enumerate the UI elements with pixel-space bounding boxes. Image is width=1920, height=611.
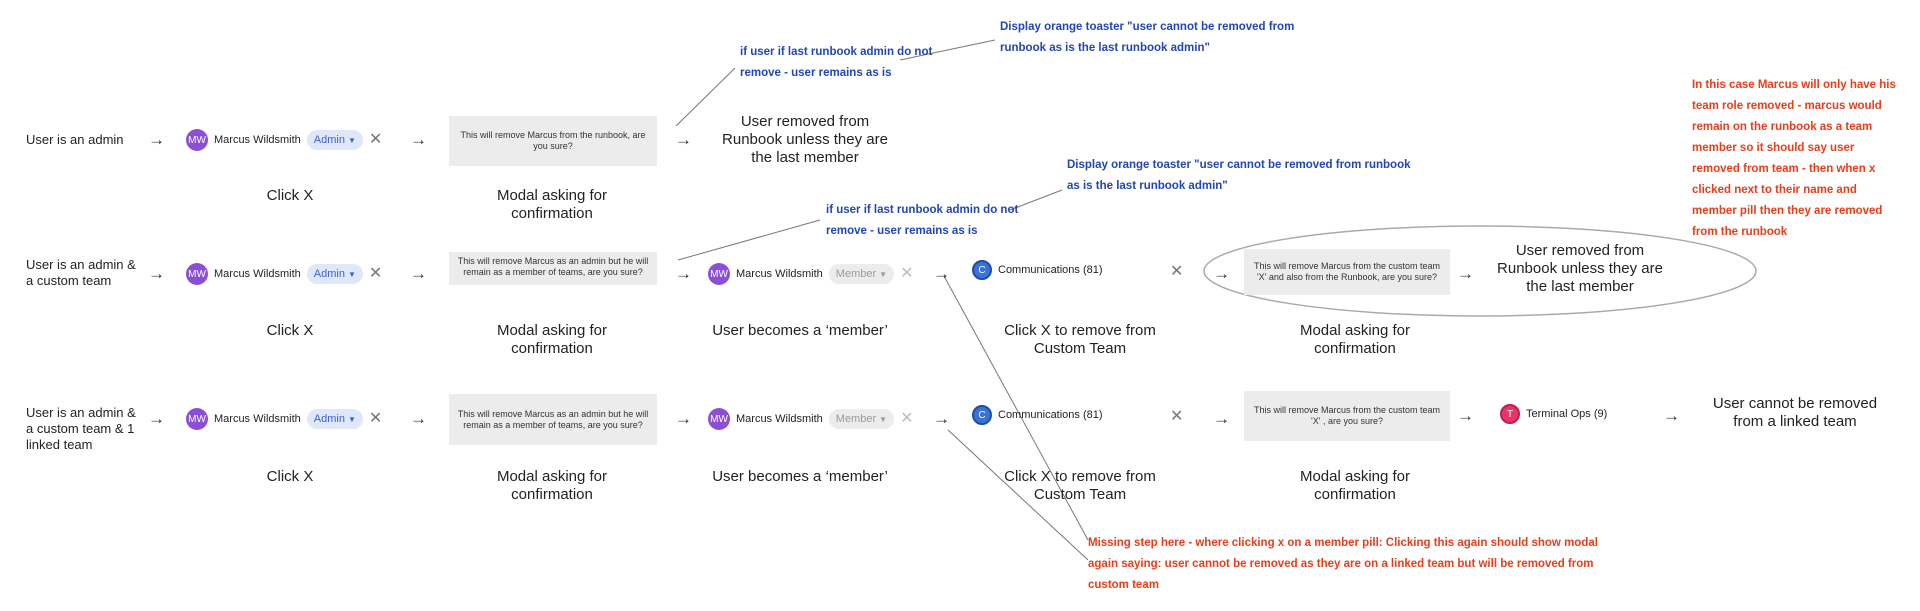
modal-caption: Modal asking for confirmation [496,187,608,222]
click-x-caption: Click X [266,187,314,204]
arrow: → [148,264,165,283]
confirmation-modal: This will remove Marcus as an admin but … [449,252,657,285]
chevron-down-icon: ▼ [347,135,356,145]
note-last-admin-2: if user if last runbook admin do not rem… [826,204,1019,237]
user-row-1: MW Marcus Wildsmith Admin▼ ✕ [186,128,382,152]
note-toaster-2: Display orange toaster "user cannot be r… [1067,159,1411,192]
row-3-label: User is an admin & a custom team & 1 lin… [26,405,136,452]
arrow: → [675,409,692,428]
user-name: Marcus Wildsmith [736,268,823,280]
arrow: → [410,264,427,283]
click-x-caption: Click X [266,468,314,485]
modal-caption: Modal asking for confirmation [1299,322,1411,357]
team-name: Communications (81) [998,264,1103,276]
team-caption: Click X to remove from Custom Team [1004,468,1156,503]
confirmation-modal: This will remove Marcus as an admin but … [449,394,657,445]
team-communications: C Communications (81) [972,260,1103,280]
team-name: Terminal Ops (9) [1526,408,1608,420]
role-label: Admin [313,413,345,425]
close-icon[interactable]: ✕ [368,265,383,282]
linked-team-icon: T [1500,404,1520,424]
note-marcus-team-role: In this case Marcus will only have his t… [1692,79,1896,238]
row-1-result: User removed from Runbook unless they ar… [722,113,888,166]
avatar: MW [186,263,208,285]
user-name: Marcus Wildsmith [736,413,823,425]
member-user-row-3: MW Marcus Wildsmith Member▼ ✕ [708,407,913,431]
team-icon: C [972,405,992,425]
team-communications: C Communications (81) [972,405,1103,425]
row-1-label: User is an admin [26,132,124,147]
note-missing-step: Missing step here - where clicking x on … [1088,537,1598,591]
avatar: MW [186,408,208,430]
close-icon[interactable]: ✕ [900,410,914,427]
role-pill[interactable]: Member▼ [828,264,895,284]
arrow: → [933,409,950,428]
arrow: → [410,409,427,428]
chevron-down-icon: ▼ [347,414,356,424]
avatar: MW [708,263,730,285]
modal-caption: Modal asking for confirmation [496,468,608,503]
member-user-row-2: MW Marcus Wildsmith Member▼ ✕ [708,262,913,286]
user-name: Marcus Wildsmith [214,268,301,280]
avatar: MW [186,129,208,151]
click-x-caption: Click X [266,322,314,339]
member-caption: User becomes a ‘member’ [712,322,888,339]
role-label: Admin [313,134,345,146]
role-label: Admin [313,268,345,280]
team-confirmation-modal: This will remove Marcus from the custom … [1244,391,1450,441]
close-icon[interactable]: ✕ [1170,408,1184,425]
arrow: → [675,264,692,283]
role-pill[interactable]: Admin▼ [306,264,363,284]
row-2-result: User removed from Runbook unless they ar… [1497,242,1663,295]
user-name: Marcus Wildsmith [214,134,301,146]
user-name: Marcus Wildsmith [214,413,301,425]
team-caption: Click X to remove from Custom Team [1004,322,1156,357]
chevron-down-icon: ▼ [879,269,888,279]
role-label: Member [835,268,877,280]
arrow: → [148,130,165,149]
arrow: → [1663,406,1680,425]
chevron-down-icon: ▼ [879,414,888,424]
team-name: Communications (81) [998,409,1103,421]
close-icon[interactable]: ✕ [368,410,383,427]
close-icon[interactable]: ✕ [368,131,383,148]
confirmation-modal: This will remove Marcus from the runbook… [449,116,657,166]
linked-team-terminal-ops: T Terminal Ops (9) [1500,404,1607,424]
note-last-admin-1: if user if last runbook admin do not rem… [740,46,933,79]
note-toaster-1: Display orange toaster "user cannot be r… [1000,21,1295,54]
modal-caption: Modal asking for confirmation [496,322,608,357]
row-3-result: User cannot be removed from a linked tea… [1712,395,1878,430]
role-pill[interactable]: Admin▼ [306,409,363,429]
row-2-label: User is an admin & a custom team [26,257,136,288]
close-icon[interactable]: ✕ [900,265,914,282]
user-row-3: MW Marcus Wildsmith Admin▼ ✕ [186,407,382,431]
role-pill[interactable]: Admin▼ [306,130,363,150]
role-label: Member [835,413,877,425]
arrow: → [1213,409,1230,428]
role-pill[interactable]: Member▼ [828,409,895,429]
arrow: → [1213,264,1230,283]
arrow: → [1457,406,1474,425]
arrow: → [933,264,950,283]
team-icon: C [972,260,992,280]
arrow: → [675,130,692,149]
modal-caption: Modal asking for confirmation [1299,468,1411,503]
arrow: → [410,130,427,149]
arrow: → [1457,264,1474,283]
avatar: MW [708,408,730,430]
team-confirmation-modal: This will remove Marcus from the custom … [1244,249,1450,295]
member-caption: User becomes a ‘member’ [712,468,888,485]
user-row-2: MW Marcus Wildsmith Admin▼ ✕ [186,262,382,286]
chevron-down-icon: ▼ [347,269,356,279]
arrow: → [148,409,165,428]
close-icon[interactable]: ✕ [1170,263,1184,280]
